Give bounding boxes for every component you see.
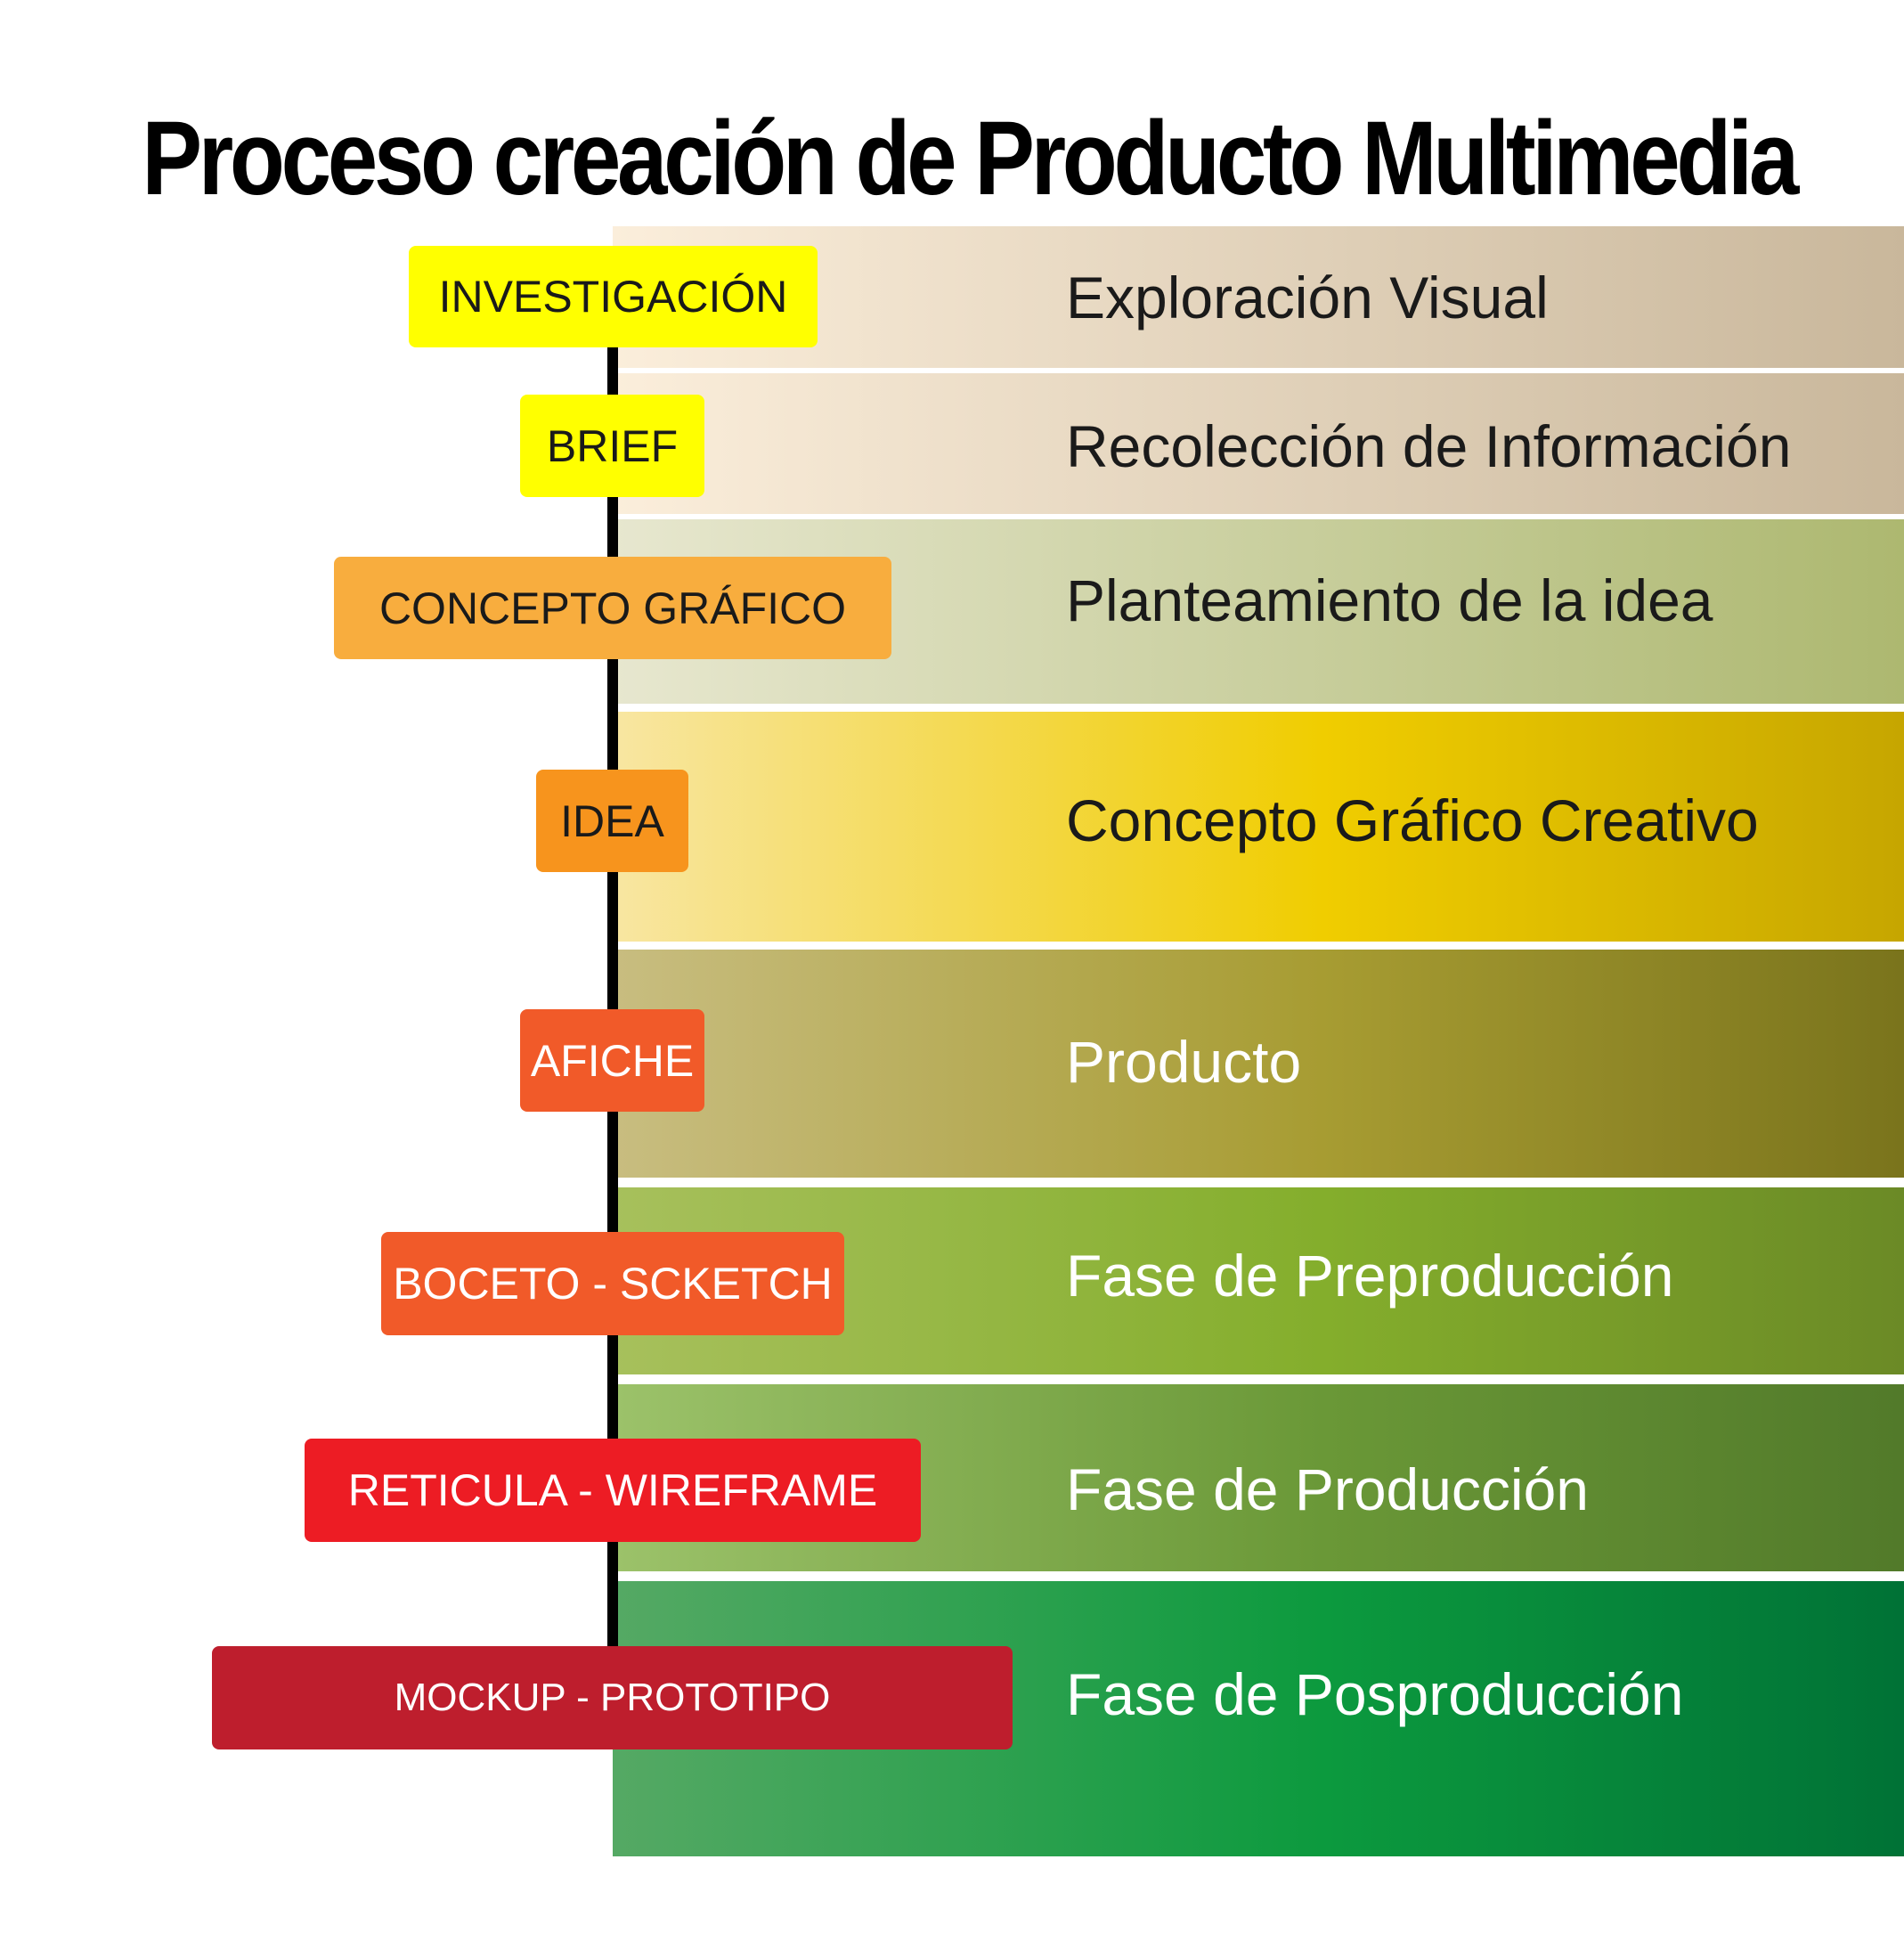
step-box-mockup-prototipo: MOCKUP - PROTOTIPO: [212, 1646, 1013, 1749]
stage-description: Concepto Gráfico Creativo: [1066, 787, 1759, 853]
step-box-boceto-scketch: BOCETO - SCKETCH: [381, 1232, 844, 1335]
stage-description: Recolección de Información: [1066, 413, 1792, 479]
stage-description: Planteamiento de la idea: [1066, 567, 1713, 633]
band-producto: [613, 950, 1904, 1178]
band-concepto-grafico-creativo: [613, 712, 1904, 942]
stage-description: Exploración Visual: [1066, 265, 1549, 330]
stage-description: Fase de Producción: [1066, 1456, 1590, 1522]
stage-description: Fase de Posproducción: [1066, 1661, 1684, 1727]
step-box-brief: BRIEF: [520, 395, 704, 497]
step-box-investigacion: INVESTIGACIÓN: [409, 246, 818, 347]
step-box-idea: IDEA: [536, 770, 688, 872]
step-box-concepto-grafico: CONCEPTO GRÁFICO: [334, 557, 891, 659]
diagram-title: Proceso creación de Producto Multimedia: [142, 100, 1799, 217]
step-box-afiche: AFICHE: [520, 1009, 704, 1112]
stage-description: Producto: [1066, 1029, 1302, 1095]
band-exploracion-visual: [613, 226, 1904, 368]
band-recoleccion-informacion: [613, 373, 1904, 514]
stage-description: Fase de Preproducción: [1066, 1243, 1674, 1309]
step-box-reticula-wireframe: RETICULA - WIREFRAME: [305, 1439, 921, 1542]
